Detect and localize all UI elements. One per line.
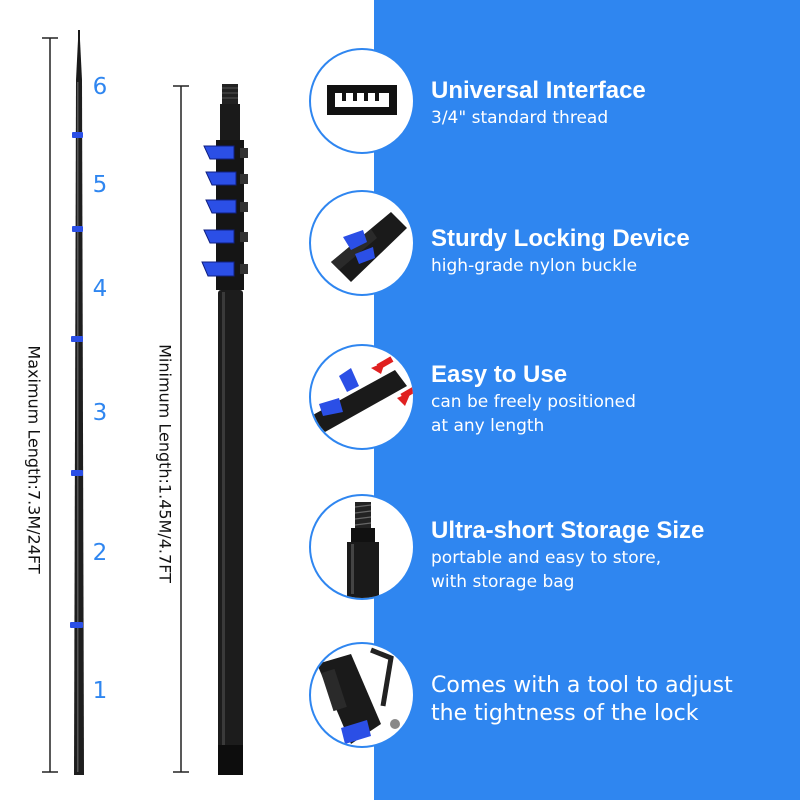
min-length-label: Minimum Length:1.45M/4.7FT bbox=[155, 344, 175, 583]
lock-clamp-icon bbox=[309, 190, 415, 296]
section-number-1: 1 bbox=[92, 678, 108, 704]
section-number-5: 5 bbox=[92, 172, 108, 198]
max-length-dimension-line bbox=[42, 37, 58, 773]
max-length-label: Maximum Length:7.3M/24FT bbox=[24, 345, 44, 574]
feature-description: can be freely positioned bbox=[431, 392, 636, 412]
feature-description: portable and easy to store, bbox=[431, 548, 662, 568]
feature-description: the tightness of the lock bbox=[431, 701, 699, 726]
feature-description: with storage bag bbox=[431, 572, 575, 592]
feature-description: high-grade nylon buckle bbox=[431, 256, 638, 276]
feature-description: Comes with a tool to adjust bbox=[431, 673, 733, 698]
feature-title: Easy to Use bbox=[431, 361, 568, 388]
thread-icon bbox=[309, 48, 415, 154]
section-number-4: 4 bbox=[92, 276, 108, 302]
pole-illustration bbox=[42, 30, 248, 775]
feature-title: Universal Interface bbox=[431, 77, 646, 104]
feature-description: at any length bbox=[431, 416, 545, 436]
feature-title: Ultra-short Storage Size bbox=[431, 517, 705, 544]
feature-title: Sturdy Locking Device bbox=[431, 225, 690, 252]
extended-pole bbox=[70, 30, 84, 775]
blue-feature-panel bbox=[374, 0, 800, 800]
section-number-6: 6 bbox=[92, 74, 108, 100]
collapsed-pole bbox=[201, 84, 248, 775]
hex-key-icon bbox=[309, 642, 415, 748]
section-number-3: 3 bbox=[92, 400, 108, 426]
section-number-2: 2 bbox=[92, 540, 108, 566]
min-length-dimension-line bbox=[173, 85, 189, 773]
threaded-tip-icon bbox=[309, 494, 415, 600]
feature-description: 3/4" standard thread bbox=[431, 108, 609, 128]
press-arrows-icon bbox=[309, 344, 415, 450]
